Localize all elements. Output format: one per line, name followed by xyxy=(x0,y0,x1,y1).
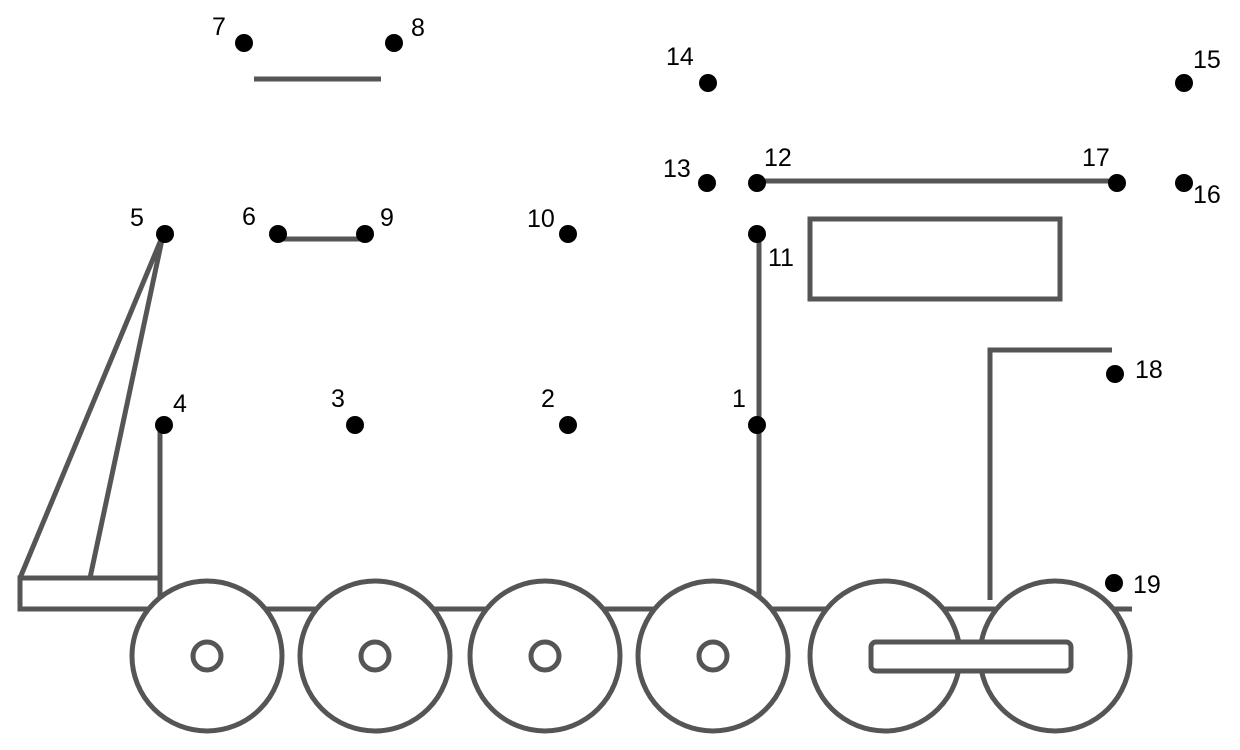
dot-marker[interactable] xyxy=(235,34,253,52)
wheel-4-hub xyxy=(696,639,730,673)
dot-marker[interactable] xyxy=(1106,365,1124,383)
dot-label: 6 xyxy=(242,203,256,231)
dot-8[interactable]: 8 xyxy=(385,14,425,52)
dot-7[interactable]: 7 xyxy=(212,13,253,52)
connecting-rod xyxy=(868,639,1074,674)
dot-1[interactable]: 1 xyxy=(732,385,766,434)
dot-marker[interactable] xyxy=(346,416,364,434)
dot-14[interactable]: 14 xyxy=(666,43,717,92)
dot-marker[interactable] xyxy=(1105,574,1123,592)
dot-marker[interactable] xyxy=(155,416,173,434)
rear-platform xyxy=(17,575,163,612)
dot-2[interactable]: 2 xyxy=(541,385,577,434)
dot-label: 16 xyxy=(1193,181,1221,209)
numbered-dots: 1 2 3 4 5 6 7 8 xyxy=(130,13,1221,599)
dot-label: 17 xyxy=(1082,144,1110,172)
dot-marker[interactable] xyxy=(748,225,766,243)
dot-marker[interactable] xyxy=(1175,174,1193,192)
dot-marker[interactable] xyxy=(559,225,577,243)
dot-18[interactable]: 18 xyxy=(1106,356,1163,384)
dot-label: 3 xyxy=(331,385,345,413)
wheel-2-hub xyxy=(358,639,392,673)
dot-marker[interactable] xyxy=(748,416,766,434)
dot-13[interactable]: 13 xyxy=(663,155,716,192)
dot-marker[interactable] xyxy=(698,174,716,192)
dot-15[interactable]: 15 xyxy=(1175,46,1221,92)
dot-label: 19 xyxy=(1133,571,1161,599)
dot-marker[interactable] xyxy=(156,225,174,243)
dot-label: 11 xyxy=(768,244,794,272)
dot-label: 2 xyxy=(541,385,555,413)
dot-3[interactable]: 3 xyxy=(331,385,364,434)
cab-window xyxy=(807,216,1063,302)
dot-label: 12 xyxy=(764,144,792,172)
dot-5[interactable]: 5 xyxy=(130,204,174,243)
dot-19[interactable]: 19 xyxy=(1105,571,1161,599)
dot-label: 5 xyxy=(130,204,144,232)
dot-16[interactable]: 16 xyxy=(1175,174,1221,209)
front-strut-outer xyxy=(17,234,166,579)
dot-9[interactable]: 9 xyxy=(356,204,394,243)
dot-6[interactable]: 6 xyxy=(242,203,287,243)
dot-label: 7 xyxy=(212,13,226,41)
dot-12[interactable]: 12 xyxy=(748,144,792,192)
dot-label: 13 xyxy=(663,155,691,183)
dot-marker[interactable] xyxy=(1175,74,1193,92)
wheel-3-hub xyxy=(528,639,562,673)
wheel-1-hub xyxy=(190,639,224,673)
dot-10[interactable]: 10 xyxy=(527,205,577,243)
dot-label: 18 xyxy=(1135,356,1163,384)
dot-label: 4 xyxy=(173,390,187,418)
dot-4[interactable]: 4 xyxy=(155,390,187,434)
dot-label: 1 xyxy=(732,385,746,413)
dot-marker[interactable] xyxy=(356,225,374,243)
dot-marker[interactable] xyxy=(748,174,766,192)
dot-marker[interactable] xyxy=(269,225,287,243)
train-drawing xyxy=(17,76,1133,734)
dot-17[interactable]: 17 xyxy=(1082,144,1126,192)
front-strut-inner xyxy=(87,234,166,579)
dot-11[interactable]: 11 xyxy=(748,225,794,272)
dot-label: 10 xyxy=(527,205,555,233)
dot-marker[interactable] xyxy=(559,416,577,434)
dot-marker[interactable] xyxy=(699,74,717,92)
dot-marker[interactable] xyxy=(385,34,403,52)
dot-label: 9 xyxy=(380,204,394,232)
dot-marker[interactable] xyxy=(1108,174,1126,192)
dot-label: 15 xyxy=(1193,46,1221,74)
dot-label: 14 xyxy=(666,43,694,71)
rear-bracket xyxy=(987,347,1112,600)
dot-label: 8 xyxy=(411,14,425,42)
